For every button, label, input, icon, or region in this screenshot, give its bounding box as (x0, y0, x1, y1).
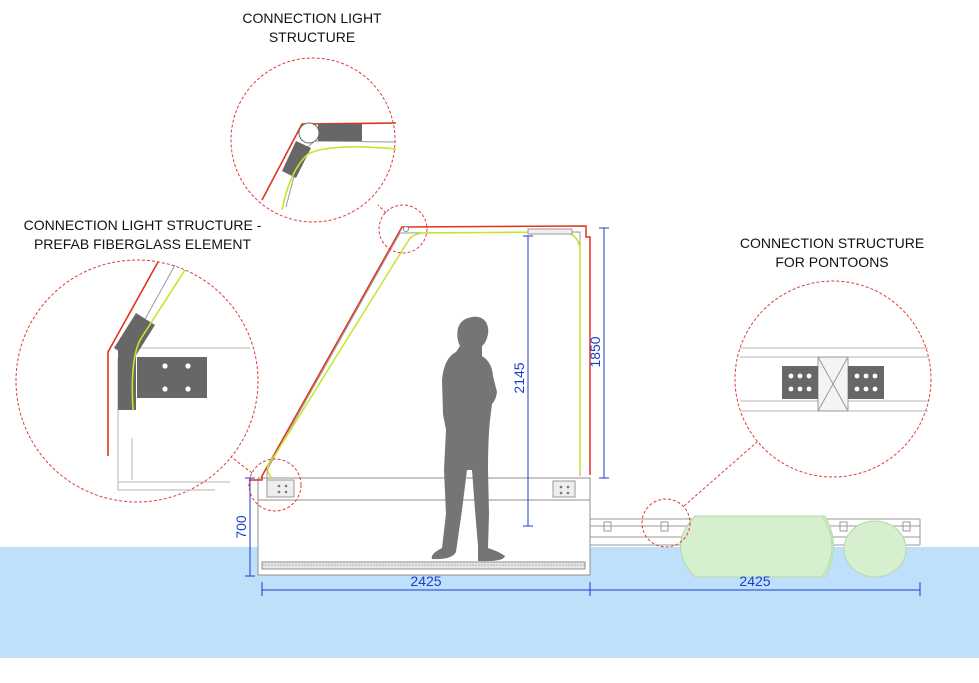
hull (257, 477, 591, 576)
top-joint (403, 226, 409, 232)
callout-label-right-line2: FOR PONTOONS (775, 254, 889, 270)
top-beam (527, 228, 573, 235)
shell-inner-gray (266, 231, 581, 480)
dim-label-1850: 1850 (587, 336, 603, 367)
dimension-lines (245, 227, 921, 596)
callout-label-top-line2: STRUCTURE (268, 29, 356, 45)
shell-inner-yellow (266, 231, 581, 479)
dim-label-hull-width: 2425 (410, 573, 441, 589)
dim-label-pontoon-width: 2425 (739, 573, 770, 589)
callout-label-left-line1: CONNECTION LIGHT STRUCTURE - (23, 217, 262, 233)
dim-label-2145: 2145 (511, 362, 527, 393)
callout-detail-top (230, 57, 397, 223)
callout-label-top: CONNECTION LIGHT STRUCTURE (212, 9, 412, 47)
callout-label-left-line2: PREFAB FIBERGLASS ELEMENT (33, 236, 252, 252)
callout-label-top-line1: CONNECTION LIGHT (242, 10, 382, 26)
detail-markers (229, 204, 758, 548)
callout-detail-left (15, 259, 259, 503)
callout-label-right: CONNECTION STRUCTURE FOR PONTOONS (712, 234, 952, 272)
shell-outer-red (250, 225, 591, 481)
pontoon-floats (680, 515, 907, 578)
callout-detail-right (734, 280, 932, 478)
callout-label-right-line1: CONNECTION STRUCTURE (739, 235, 925, 251)
dim-label-700: 700 (233, 515, 249, 539)
base-plates (266, 479, 576, 498)
callout-label-left: CONNECTION LIGHT STRUCTURE - PREFAB FIBE… (0, 216, 285, 254)
human-figure (431, 316, 505, 562)
